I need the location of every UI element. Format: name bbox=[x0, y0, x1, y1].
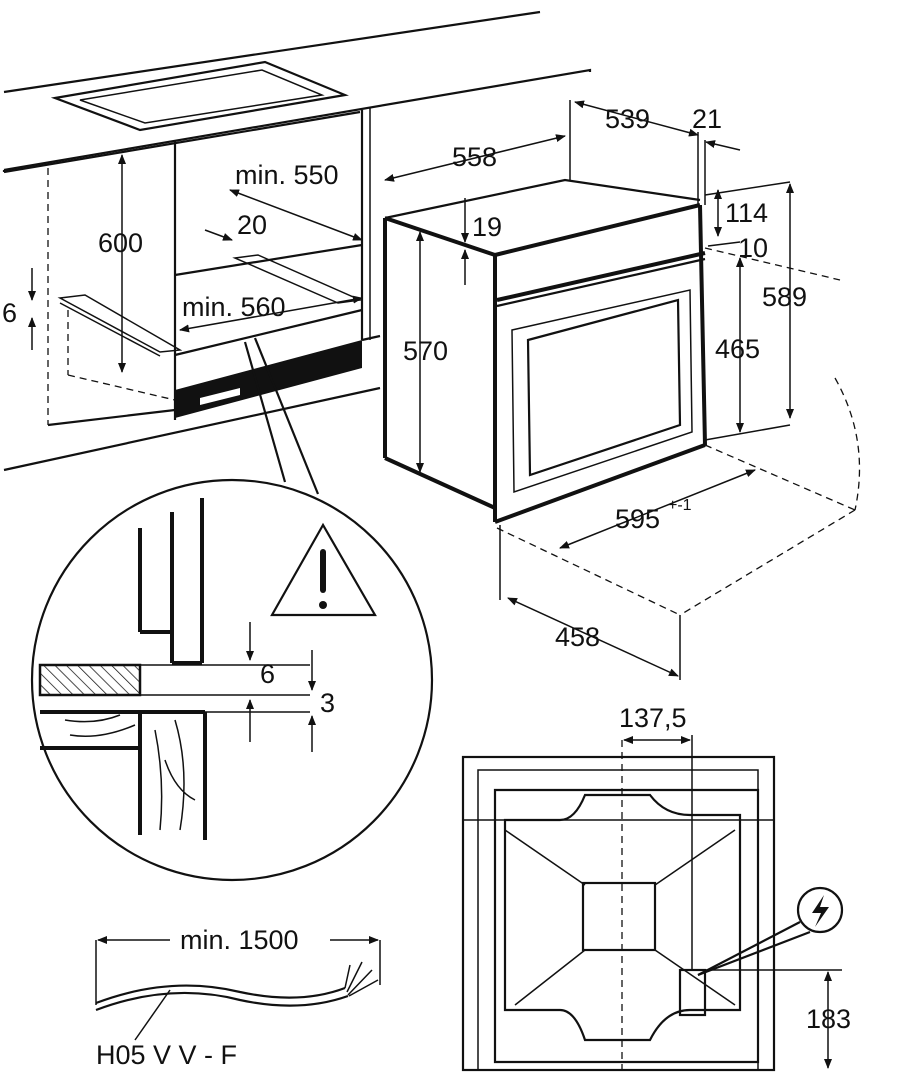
dim-detail-3: 3 bbox=[320, 688, 335, 718]
dim-137-5: 137,5 bbox=[619, 703, 687, 733]
dim-465: 465 bbox=[715, 334, 760, 364]
dim-6-plinth: 6 bbox=[2, 298, 17, 328]
dim-595-tolerance: +-1 bbox=[668, 497, 692, 514]
dim-589: 589 bbox=[762, 282, 807, 312]
dim-19: 19 bbox=[472, 212, 502, 242]
detail-callout bbox=[30, 337, 434, 882]
dim-20: 20 bbox=[237, 210, 267, 240]
electric-icon bbox=[697, 886, 844, 977]
dim-458: 458 bbox=[555, 622, 600, 652]
dim-min-560: min. 560 bbox=[182, 292, 286, 322]
dim-183: 183 bbox=[806, 1004, 851, 1034]
cable-drawing bbox=[95, 936, 381, 1041]
dim-595: 595 bbox=[615, 504, 660, 534]
oven-drawing bbox=[383, 178, 707, 524]
dim-539: 539 bbox=[605, 104, 650, 134]
cable-type: H05 V V - F bbox=[96, 1040, 237, 1070]
dim-600: 600 bbox=[98, 228, 143, 258]
back-view bbox=[461, 735, 842, 1072]
dim-114: 114 bbox=[725, 198, 768, 228]
warning-icon bbox=[270, 522, 377, 617]
dim-10: 10 bbox=[738, 233, 768, 263]
dim-570: 570 bbox=[403, 336, 448, 366]
dim-min-1500: min. 1500 bbox=[180, 925, 299, 955]
dim-21: 21 bbox=[692, 104, 722, 134]
dim-min-550: min. 550 bbox=[235, 160, 339, 190]
dim-detail-6: 6 bbox=[260, 659, 275, 689]
dim-558: 558 bbox=[452, 142, 497, 172]
cabinet-drawing bbox=[2, 10, 592, 472]
